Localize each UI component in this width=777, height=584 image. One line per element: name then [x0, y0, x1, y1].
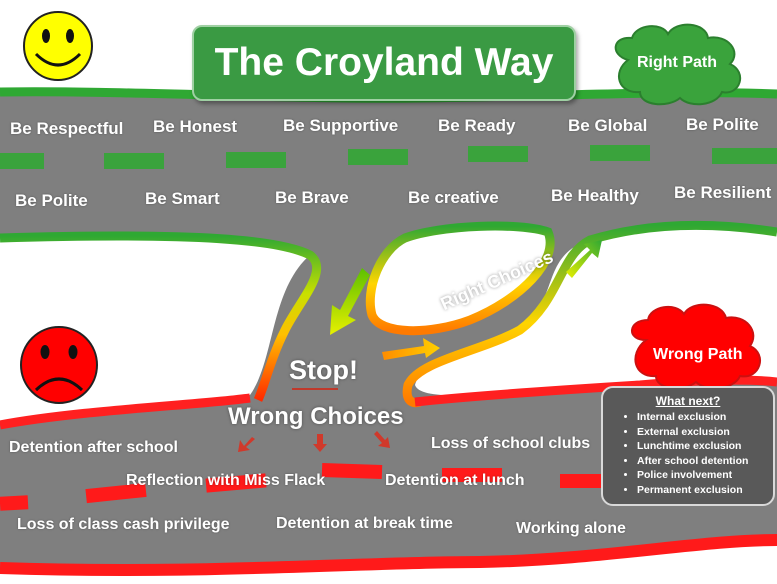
wrong-path-edge-top — [0, 393, 251, 430]
happy-face-icon — [23, 11, 93, 81]
right-path-label: Right Path — [637, 54, 717, 71]
right-path-edge-right — [402, 220, 777, 408]
consequence-reflection: Reflection with Miss Flack — [126, 472, 326, 489]
list-item: External exclusion — [637, 425, 773, 440]
value-be-brave: Be Brave — [275, 188, 349, 207]
island-edge — [365, 221, 555, 336]
arrow-up-right-choices — [566, 240, 602, 278]
consequence-loss-of-school-clubs: Loss of school clubs — [431, 435, 591, 452]
lane-dash — [104, 153, 164, 169]
value-be-ready: Be Ready — [438, 116, 516, 135]
consequence-loss-of-class-cash: Loss of class cash privilege — [17, 516, 230, 533]
value-be-global: Be Global — [568, 116, 648, 135]
value-be-honest: Be Honest — [153, 117, 238, 136]
stop-label: Stop! — [289, 355, 358, 385]
what-next-heading: What next? — [655, 394, 721, 408]
lane-dash — [442, 468, 502, 482]
lane-dash — [226, 152, 286, 168]
list-item: Lunchtime exclusion — [637, 439, 773, 454]
arrows-to-wrong-choices — [238, 431, 390, 452]
lane-dash — [348, 149, 408, 165]
lane-dash — [712, 148, 777, 164]
wrong-path-cloud — [631, 303, 761, 390]
consequence-detention-at-lunch: Detention at lunch — [385, 472, 525, 489]
what-next-list: Internal exclusion External exclusion Lu… — [603, 410, 773, 497]
right-path-edge-left — [0, 231, 322, 402]
consequence-detention-at-break: Detention at break time — [276, 515, 453, 532]
title-banner: The Croyland Way — [192, 25, 576, 101]
value-be-supportive: Be Supportive — [283, 116, 399, 135]
consequence-working-alone: Working alone — [516, 520, 626, 537]
arrow-right-to-right-choices — [382, 338, 440, 360]
value-be-polite-2: Be Polite — [15, 191, 88, 210]
lane-dash — [321, 462, 383, 480]
value-be-polite: Be Polite — [686, 115, 759, 134]
list-item: Police involvement — [637, 468, 773, 483]
value-be-respectful: Be Respectful — [10, 119, 124, 138]
wrong-choices-label: Wrong Choices — [228, 403, 404, 430]
what-next-panel: What next? Internal exclusion External e… — [601, 386, 775, 506]
value-be-healthy: Be Healthy — [551, 186, 639, 205]
small-arrow-down-left — [238, 437, 255, 452]
value-be-creative: Be creative — [408, 188, 499, 207]
small-arrow-down-right — [374, 431, 390, 448]
list-item: Permanent exclusion — [637, 483, 773, 498]
road-island — [370, 226, 551, 331]
sad-face-icon — [20, 326, 98, 404]
lane-dash — [468, 146, 528, 162]
list-item: Internal exclusion — [637, 410, 773, 425]
small-arrow-down — [313, 434, 327, 452]
wrong-path-edge-top-right — [414, 375, 777, 407]
value-be-resilient: Be Resilient — [674, 183, 772, 202]
lane-dash — [590, 145, 650, 161]
list-item: After school detention — [637, 454, 773, 469]
lane-dash — [85, 482, 147, 504]
lane-dash — [0, 153, 44, 169]
value-be-smart: Be Smart — [145, 189, 220, 208]
right-path-lane-markings — [0, 145, 777, 169]
lane-dash — [0, 495, 29, 511]
lane-dash — [205, 473, 267, 493]
page-title: The Croyland Way — [214, 41, 554, 84]
arrow-down-to-stop — [330, 268, 370, 335]
consequence-detention-after-school: Detention after school — [9, 439, 178, 456]
wrong-path-label: Wrong Path — [653, 346, 743, 363]
wrong-path-lane-markings — [0, 462, 620, 511]
wrong-path-edge-bottom — [0, 534, 777, 577]
right-path-cloud — [614, 23, 742, 106]
